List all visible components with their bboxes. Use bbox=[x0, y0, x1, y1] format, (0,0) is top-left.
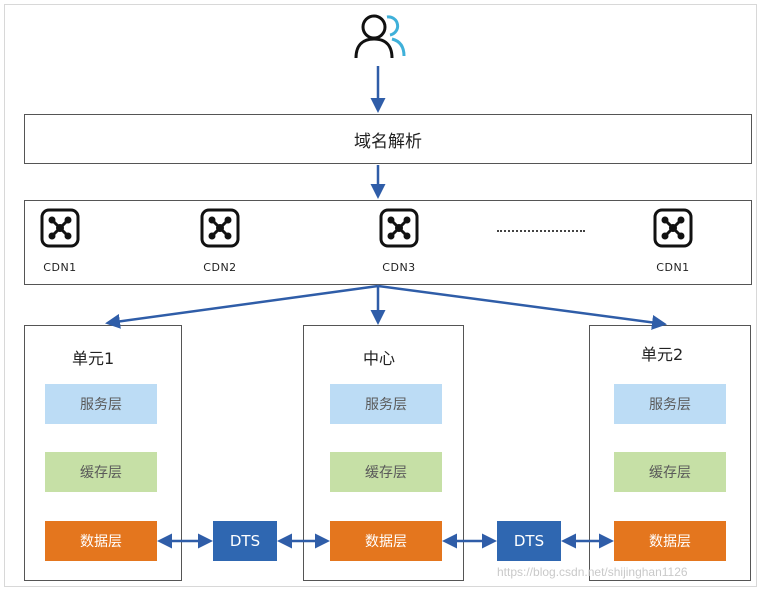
diagram-frame bbox=[4, 4, 757, 587]
cdn-layer-box bbox=[24, 200, 752, 285]
dts-box-1: DTS bbox=[213, 521, 277, 561]
center-cache-layer: 缓存层 bbox=[330, 452, 442, 492]
watermark: https://blog.csdn.net/shijinghan1126 bbox=[497, 565, 688, 579]
cdn-node-1: CDN1 bbox=[30, 208, 90, 274]
unit-2-service-layer: 服务层 bbox=[614, 384, 726, 424]
cdn-node-label: CDN3 bbox=[382, 261, 416, 274]
arrow-cdn-to-unit-2 bbox=[377, 284, 667, 330]
cdn-node-2: CDN2 bbox=[190, 208, 250, 274]
unit-1-data-layer: 数据层 bbox=[45, 521, 157, 561]
unit-2-data-layer: 数据层 bbox=[614, 521, 726, 561]
cdn-node-label: CDN2 bbox=[203, 261, 237, 274]
dns-label: 域名解析 bbox=[354, 131, 422, 152]
center-title: 中心 bbox=[363, 349, 396, 368]
dts-box-2: DTS bbox=[497, 521, 561, 561]
dns-resolution-box: 域名解析 bbox=[24, 114, 752, 164]
cdn-node-label: CDN1 bbox=[656, 261, 690, 274]
user-icon bbox=[354, 14, 406, 59]
unit-2-cache-layer: 缓存层 bbox=[614, 452, 726, 492]
cdn-node-3: CDN3 bbox=[369, 208, 429, 274]
cdn-node-icon bbox=[653, 208, 693, 248]
unit-2-title: 单元2 bbox=[641, 345, 684, 364]
cdn-node-label: CDN1 bbox=[43, 261, 77, 274]
cdn-node-4: CDN1 bbox=[643, 208, 703, 274]
center-data-layer: 数据层 bbox=[330, 521, 442, 561]
unit-1-cache-layer: 缓存层 bbox=[45, 452, 157, 492]
unit-1-service-layer: 服务层 bbox=[45, 384, 157, 424]
cdn-node-icon bbox=[379, 208, 419, 248]
cdn-node-icon bbox=[200, 208, 240, 248]
cdn-ellipsis bbox=[497, 230, 585, 232]
arrow-cdn-to-unit-1 bbox=[105, 284, 379, 329]
unit-1-title: 单元1 bbox=[72, 349, 115, 368]
cdn-node-icon bbox=[40, 208, 80, 248]
center-service-layer: 服务层 bbox=[330, 384, 442, 424]
